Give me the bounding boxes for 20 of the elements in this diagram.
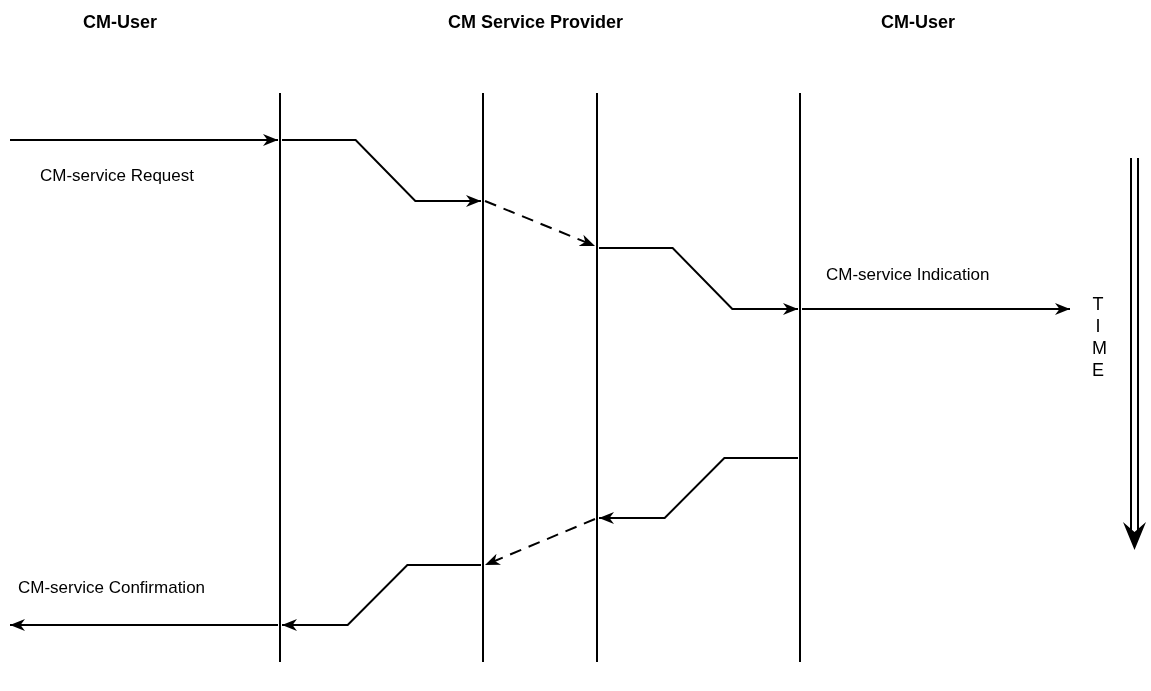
axis-label: TIME (1092, 293, 1104, 381)
lifeline (482, 93, 484, 662)
lifeline (799, 93, 801, 662)
message-arrow (598, 247, 799, 315)
lifeline (596, 93, 598, 662)
message-arrow (801, 303, 1071, 315)
message-arrow (281, 139, 482, 207)
message-arrow (484, 200, 596, 247)
message-arrow (9, 134, 279, 146)
edge-label: CM-service Request (40, 166, 194, 186)
message-arrow (281, 564, 482, 631)
edge-label: CM-service Indication (826, 265, 990, 285)
message-arrow (484, 518, 596, 566)
message-arrow (9, 619, 279, 631)
column-header: CM-User (83, 12, 157, 33)
column-header: CM-User (881, 12, 955, 33)
edge-label: CM-service Confirmation (18, 578, 206, 598)
message-arrow (598, 457, 799, 524)
column-header: CM Service Provider (448, 12, 624, 33)
lifeline (279, 93, 281, 662)
